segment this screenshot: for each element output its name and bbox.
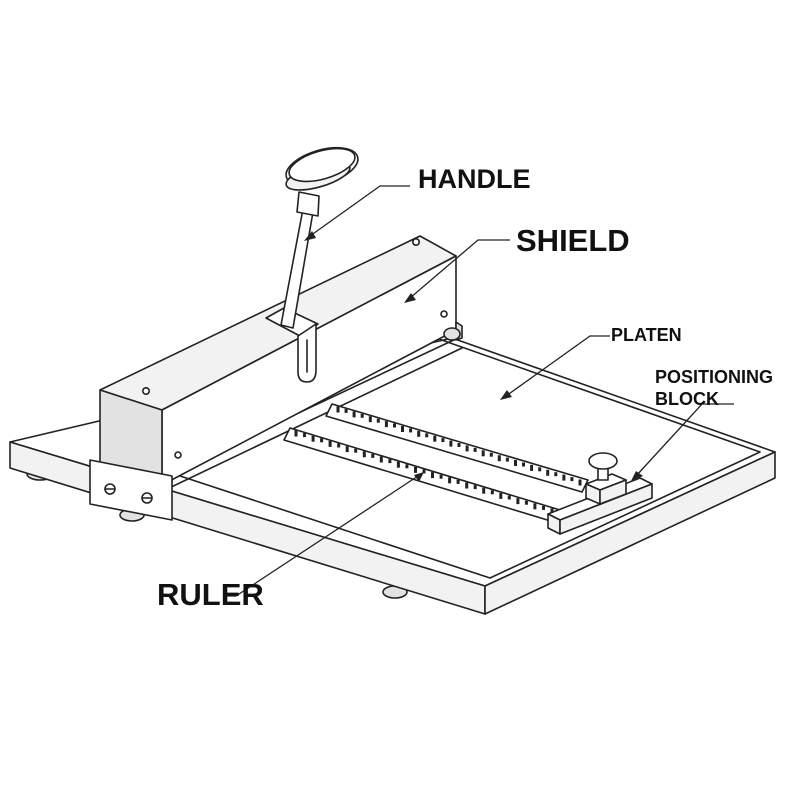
ruler-tick: [417, 430, 421, 437]
ruler-tick: [362, 451, 366, 458]
ruler-tick: [422, 469, 426, 474]
ruler-tick: [497, 455, 501, 462]
handle-leader: [309, 185, 410, 237]
ruler-tick: [524, 500, 528, 505]
handle-label: HANDLE: [418, 164, 531, 194]
handle: [280, 146, 359, 329]
ruler-tick: [439, 474, 443, 479]
ruler-tick: [433, 435, 437, 442]
ruler-tick: [354, 448, 358, 453]
ruler-tick: [457, 443, 461, 447]
ruler-tick: [401, 426, 404, 432]
ruler-tick: [522, 462, 525, 467]
ruler-tick: [303, 433, 306, 438]
ruler-tick: [376, 418, 380, 423]
ruler-tick: [473, 485, 477, 490]
ruler-tick: [360, 413, 364, 418]
ruler-tick: [489, 452, 493, 457]
shield-label: SHIELD: [516, 223, 630, 258]
positioning-block-label-line1: POSITIONING: [655, 367, 773, 387]
ruler-tick: [344, 408, 348, 413]
ruler-tick: [550, 508, 554, 515]
positioning-block-label-line2: BLOCK: [655, 389, 719, 409]
ruler-tick: [294, 430, 298, 437]
ruler-tick: [554, 472, 558, 477]
shield-leader: [409, 239, 510, 299]
ruler-tick: [328, 440, 332, 447]
ruler-tick: [514, 460, 517, 466]
ruler-tick: [570, 477, 574, 482]
ruler-tick: [562, 474, 566, 481]
ruler-tick: [441, 438, 445, 443]
ruler-tick: [465, 445, 469, 452]
ruler-tick: [482, 487, 486, 494]
ruler-tick: [405, 464, 409, 469]
ruler-tick: [396, 461, 400, 468]
ruler-tick: [352, 411, 356, 418]
ruler-tick: [481, 450, 485, 457]
ruler-ticks-bottom: [294, 430, 554, 515]
ruler-tick: [393, 423, 396, 428]
ruler-tick: [414, 466, 417, 473]
ruler-leader: [226, 475, 419, 597]
ruler-tick: [431, 472, 434, 479]
ruler-tick: [384, 421, 388, 428]
ruler-tick: [538, 467, 542, 472]
ruler-tick: [425, 433, 429, 438]
ruler-tick: [371, 453, 375, 458]
ruler-tick: [345, 446, 349, 453]
ruler-tick: [516, 498, 520, 505]
ruler-tick: [379, 456, 383, 463]
ruler-tick: [465, 482, 469, 489]
ruler-tick: [320, 438, 324, 443]
ruler-tick: [490, 490, 494, 495]
ruler-tick: [473, 447, 477, 452]
ruler-tick: [368, 416, 372, 423]
ruler-label: RULER: [157, 577, 264, 612]
ruler-tick: [456, 479, 460, 484]
ruler-tick: [337, 443, 341, 448]
ruler-tick: [499, 492, 503, 499]
ruler-tick: [546, 469, 550, 476]
ruler-ticks-top: [336, 406, 582, 486]
ruler-tick: [388, 459, 392, 464]
ruler-tick: [507, 495, 511, 500]
callout-leaders: [226, 185, 734, 597]
mounting-bracket: [89, 459, 173, 521]
ruler-tick: [311, 435, 315, 442]
ruler-tick: [409, 428, 413, 433]
positioning-block: [547, 452, 653, 535]
ruler-tick: [533, 503, 537, 510]
positioning-block-leader: [635, 403, 734, 477]
platen-label: PLATEN: [611, 325, 682, 345]
ruler-tick: [505, 457, 509, 462]
platen-leader: [505, 335, 610, 397]
ruler-tick: [542, 505, 545, 510]
ruler-tick: [336, 406, 340, 413]
ruler-tick: [448, 477, 452, 484]
ruler-tick: [578, 479, 582, 486]
ruler-tick: [449, 440, 453, 447]
ruler-tick: [530, 464, 534, 471]
